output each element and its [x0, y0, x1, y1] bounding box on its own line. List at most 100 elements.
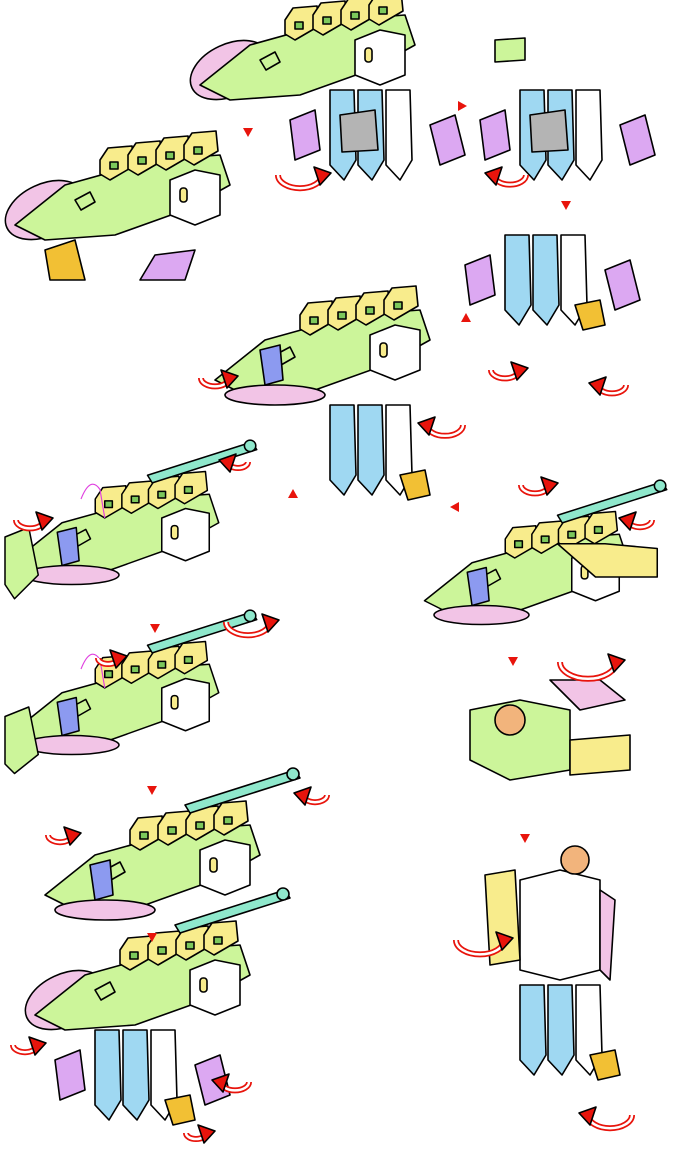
rotate-arrow	[557, 653, 626, 682]
vent	[165, 151, 175, 160]
head	[560, 845, 590, 875]
leg	[122, 1029, 150, 1121]
step-marker-right	[458, 101, 467, 111]
gun-barrel	[184, 769, 301, 814]
leg	[519, 984, 547, 1076]
vent	[513, 540, 524, 549]
step-5	[214, 285, 431, 501]
panel	[94, 981, 116, 1001]
vent	[294, 21, 304, 30]
step-9	[469, 679, 631, 781]
rotate-arrow-head	[218, 453, 237, 473]
leg	[329, 404, 357, 496]
vent	[130, 665, 140, 674]
vent	[223, 816, 233, 825]
belly	[433, 604, 530, 626]
rotate-arrow-head	[417, 416, 436, 436]
leg	[504, 234, 532, 326]
rotate-arrow-head	[578, 1106, 597, 1126]
panel	[259, 51, 281, 71]
rotate-arrow	[417, 416, 466, 439]
step-7	[423, 479, 668, 626]
peg	[179, 187, 188, 203]
fuselage	[199, 14, 416, 101]
vent	[309, 316, 319, 325]
peg	[364, 47, 373, 63]
leg	[532, 234, 560, 326]
hip-block	[160, 677, 211, 732]
gun-barrel	[146, 611, 258, 654]
rotate-arrow-head	[540, 476, 559, 496]
hip-block	[160, 507, 211, 562]
peg	[199, 977, 208, 993]
vent	[365, 306, 375, 315]
grey-panel	[339, 109, 379, 153]
rotate-arrow	[211, 1073, 252, 1094]
vent	[322, 16, 332, 25]
step-marker-down	[520, 834, 530, 843]
belly	[224, 384, 326, 406]
step-marker-down	[150, 624, 160, 633]
vent	[139, 831, 149, 840]
rotate-arrow	[45, 826, 82, 846]
body-stub	[494, 37, 526, 63]
rotate-arrow	[10, 1036, 47, 1056]
vent	[183, 485, 193, 495]
rotate-arrow	[518, 476, 559, 497]
vent	[337, 311, 347, 320]
step-11	[484, 845, 621, 1081]
foot	[164, 1094, 196, 1126]
legs-group	[479, 89, 656, 181]
rotate-arrow-head	[510, 361, 529, 381]
barrel-tip	[276, 887, 290, 901]
barrel-tip	[653, 479, 667, 493]
step-marker-down	[243, 128, 253, 137]
vent	[393, 301, 403, 310]
rotate-arrow	[95, 649, 128, 669]
rotate-arrow	[183, 1124, 216, 1144]
peg	[170, 694, 179, 710]
step-4	[464, 234, 641, 331]
vent	[378, 6, 388, 15]
vent	[185, 941, 195, 950]
hip-block	[189, 959, 241, 1016]
peg	[209, 857, 218, 873]
step-marker-up	[288, 489, 298, 498]
gun-barrel	[174, 889, 291, 934]
step-marker-up	[461, 313, 471, 322]
barrel-tip	[286, 767, 300, 781]
rotate-arrow	[453, 931, 514, 958]
step-1	[4, 130, 231, 281]
hip-block	[199, 839, 251, 896]
rotate-arrow	[293, 786, 330, 806]
pilot-seat	[56, 526, 80, 567]
foot	[589, 1049, 621, 1081]
vent	[137, 156, 147, 165]
wing-left	[54, 1049, 86, 1101]
step-6	[4, 439, 258, 600]
grey-panel	[529, 109, 569, 153]
foot	[399, 469, 431, 501]
vent	[593, 525, 603, 535]
vent	[157, 490, 167, 499]
gun-barrel	[146, 441, 258, 484]
vent	[193, 146, 203, 155]
vent	[195, 821, 205, 830]
vent	[103, 670, 114, 679]
belly	[54, 899, 156, 921]
fuselage	[14, 154, 231, 241]
leg	[385, 89, 413, 181]
rotate-arrow	[488, 361, 529, 382]
rotate-arrow-head	[109, 649, 128, 669]
rotate-arrow-head	[607, 653, 626, 673]
rotate-arrow	[218, 453, 251, 473]
rotate-arrow-curve	[585, 1114, 635, 1132]
fuselage	[34, 944, 251, 1031]
step-marker-down	[147, 786, 157, 795]
leg	[94, 1029, 122, 1121]
step-marker-down	[147, 933, 157, 942]
peg	[379, 342, 388, 358]
hip-block	[169, 169, 221, 226]
vent	[567, 530, 577, 539]
